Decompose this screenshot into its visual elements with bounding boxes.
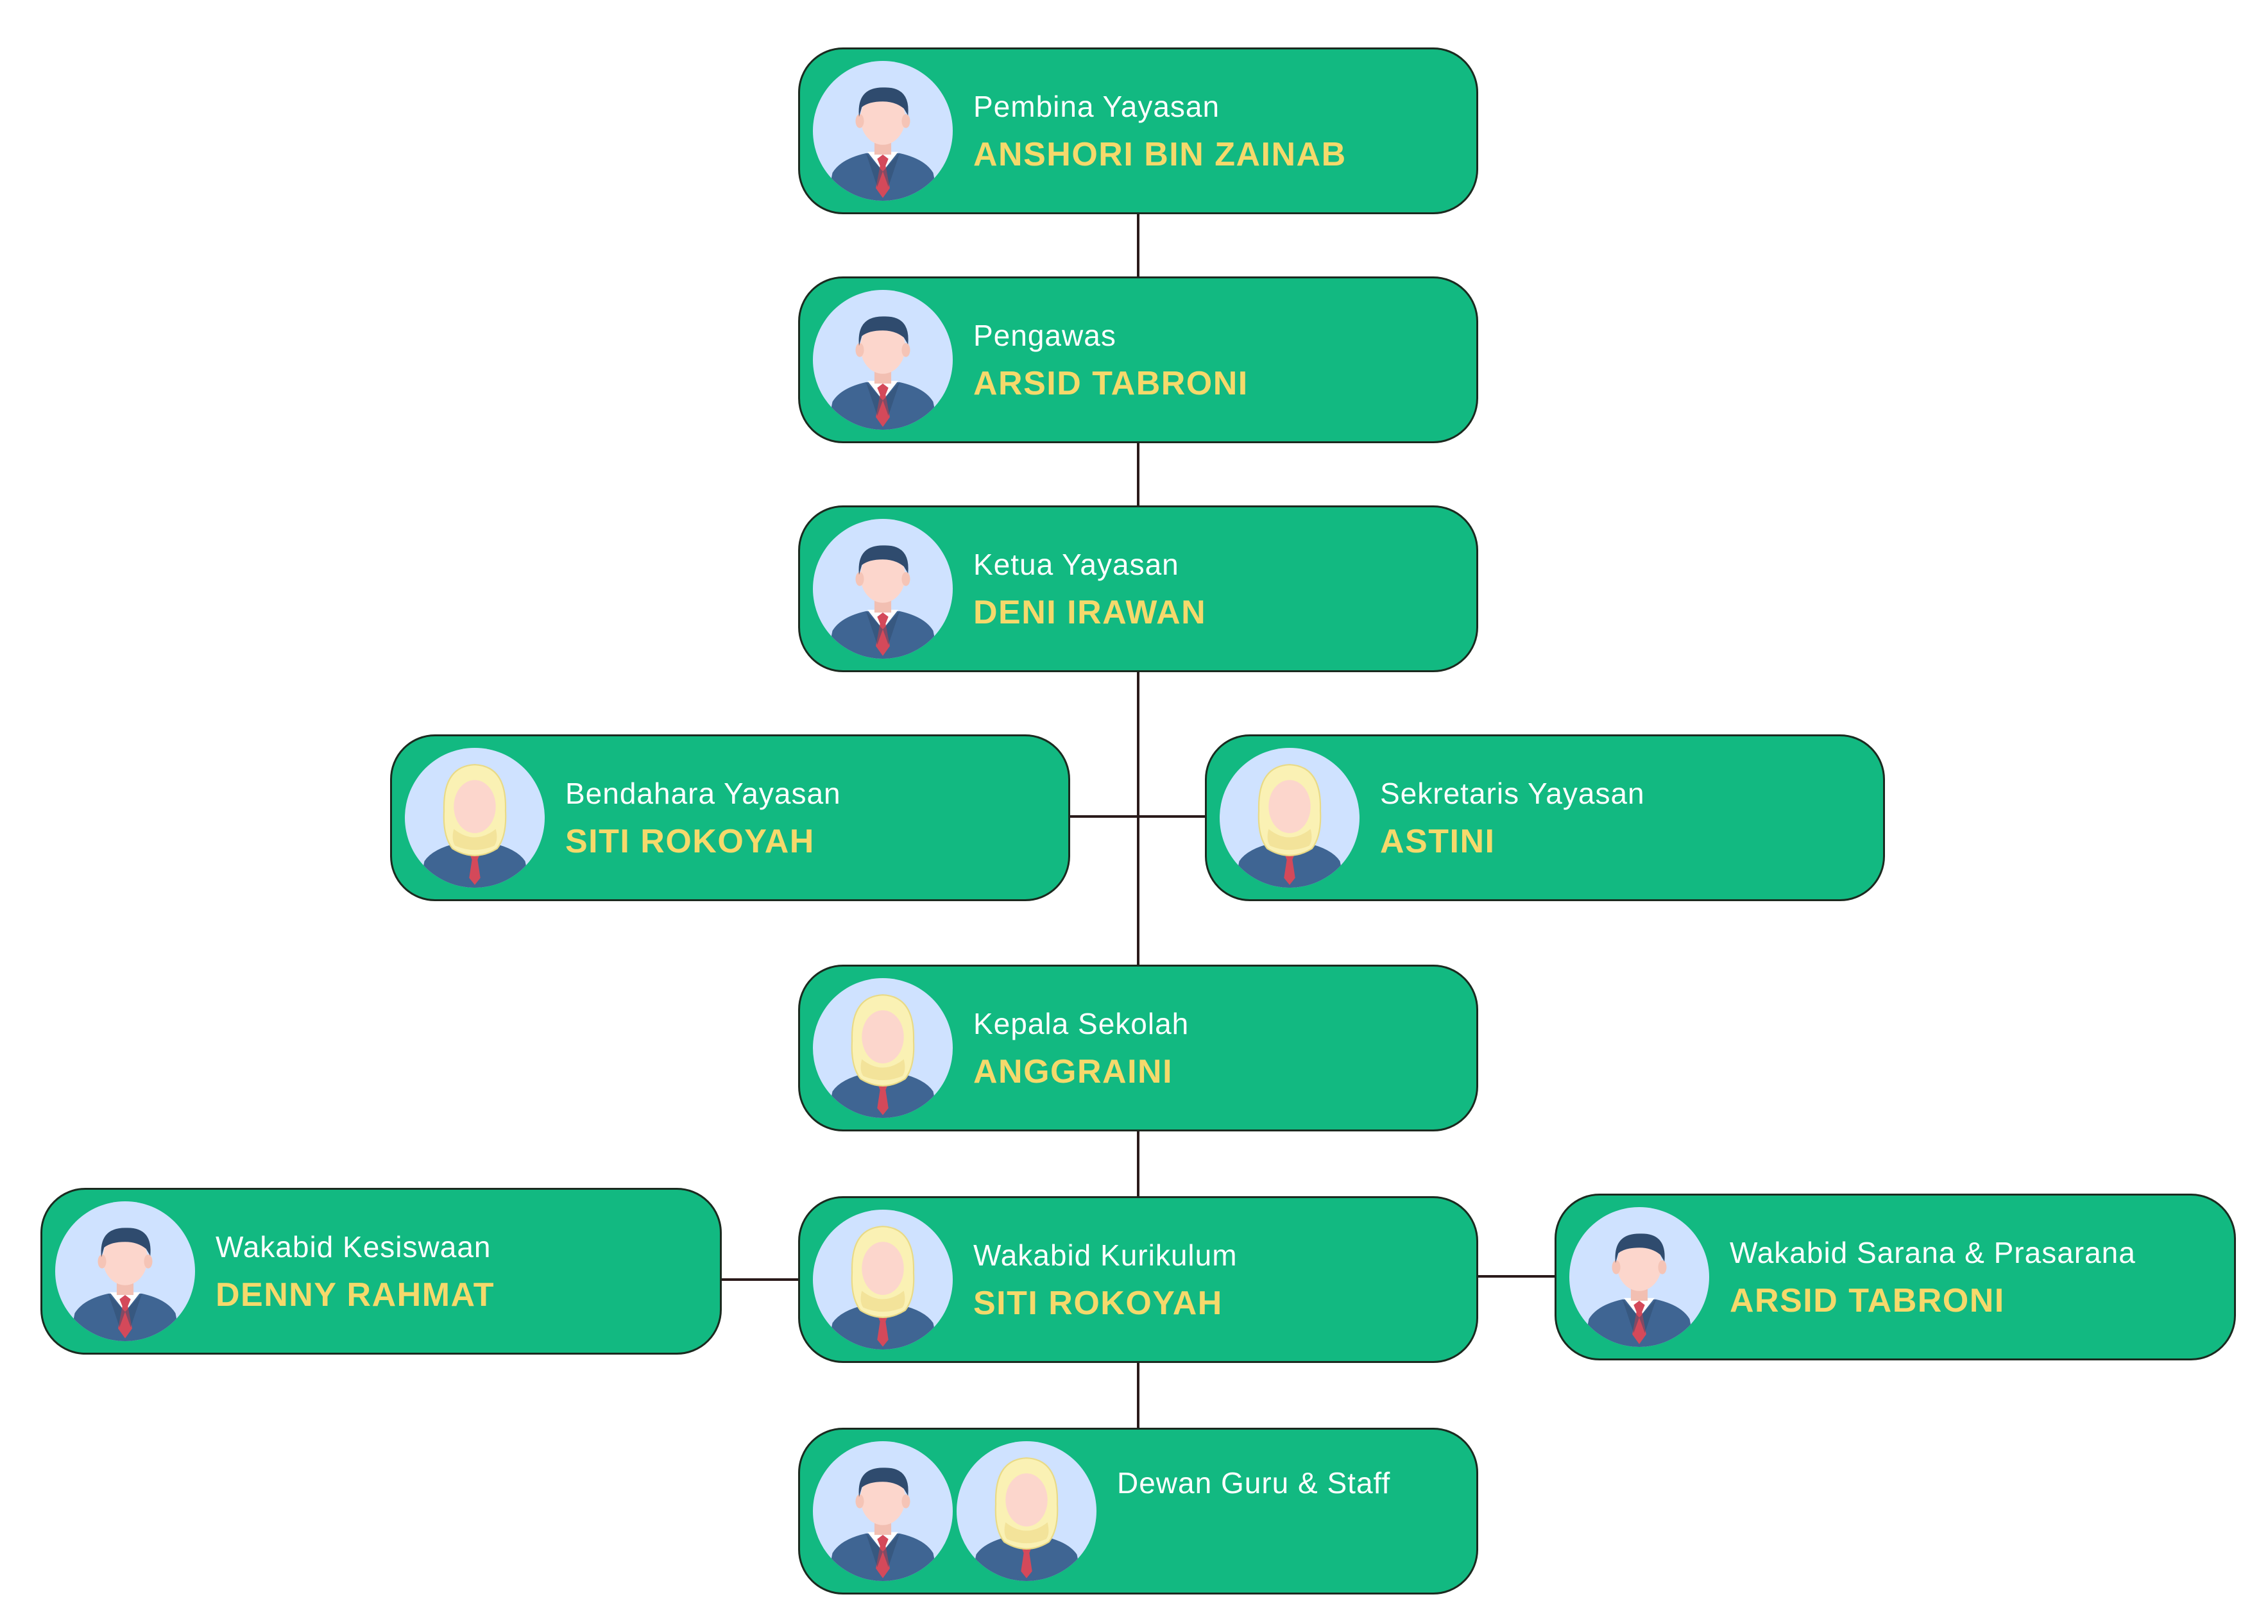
node-ketua-yayasan: Ketua Yayasan DENI IRAWAN: [798, 505, 1478, 672]
woman-hijab-avatar-icon: [405, 748, 545, 888]
node-name: ANSHORI BIN ZAINAB: [973, 136, 1347, 173]
node-name: ARSID TABRONI: [1730, 1282, 2005, 1319]
node-name: ARSID TABRONI: [973, 365, 1249, 402]
man-avatar-icon: [813, 1441, 953, 1581]
node-role: Wakabid Kesiswaan: [216, 1230, 491, 1264]
node-name: DENNY RAHMAT: [216, 1276, 495, 1314]
node-role: Dewan Guru & Staff: [1117, 1466, 1391, 1500]
node-name: ASTINI: [1380, 823, 1496, 860]
node-sekretaris-yayasan: Sekretaris Yayasan ASTINI: [1205, 734, 1885, 901]
node-pembina-yayasan: Pembina Yayasan ANSHORI BIN ZAINAB: [798, 47, 1478, 214]
node-role: Pembina Yayasan: [973, 90, 1220, 123]
woman-hijab-avatar-icon: [1220, 748, 1360, 888]
node-wakabid-kesiswaan: Wakabid Kesiswaan DENNY RAHMAT: [40, 1188, 722, 1355]
man-avatar-icon: [813, 519, 953, 659]
node-kepala-sekolah: Kepala Sekolah ANGGRAINI: [798, 965, 1478, 1131]
node-dewan-guru-staff: Dewan Guru & Staff: [798, 1428, 1478, 1594]
node-name: DENI IRAWAN: [973, 594, 1207, 631]
node-role: Ketua Yayasan: [973, 548, 1179, 581]
node-name: SITI ROKOYAH: [565, 823, 815, 860]
node-role: Pengawas: [973, 319, 1116, 352]
node-role: Wakabid Kurikulum: [973, 1239, 1238, 1272]
woman-hijab-avatar-icon: [813, 1210, 953, 1349]
node-wakabid-sarana-prasarana: Wakabid Sarana & Prasarana ARSID TABRONI: [1555, 1194, 2236, 1360]
node-role: Bendahara Yayasan: [565, 777, 841, 810]
node-pengawas: Pengawas ARSID TABRONI: [798, 276, 1478, 443]
node-role: Sekretaris Yayasan: [1380, 777, 1645, 810]
node-name: SITI ROKOYAH: [973, 1285, 1223, 1322]
node-bendahara-yayasan: Bendahara Yayasan SITI ROKOYAH: [390, 734, 1070, 901]
man-avatar-icon: [1569, 1207, 1709, 1347]
man-avatar-icon: [813, 61, 953, 201]
node-name: ANGGRAINI: [973, 1053, 1173, 1090]
woman-hijab-avatar-icon: [957, 1441, 1096, 1581]
node-wakabid-kurikulum: Wakabid Kurikulum SITI ROKOYAH: [798, 1196, 1478, 1363]
woman-hijab-avatar-icon: [813, 978, 953, 1118]
node-role: Wakabid Sarana & Prasarana: [1730, 1236, 2136, 1269]
man-avatar-icon: [813, 290, 953, 430]
man-avatar-icon: [55, 1201, 195, 1341]
node-role: Kepala Sekolah: [973, 1007, 1189, 1040]
